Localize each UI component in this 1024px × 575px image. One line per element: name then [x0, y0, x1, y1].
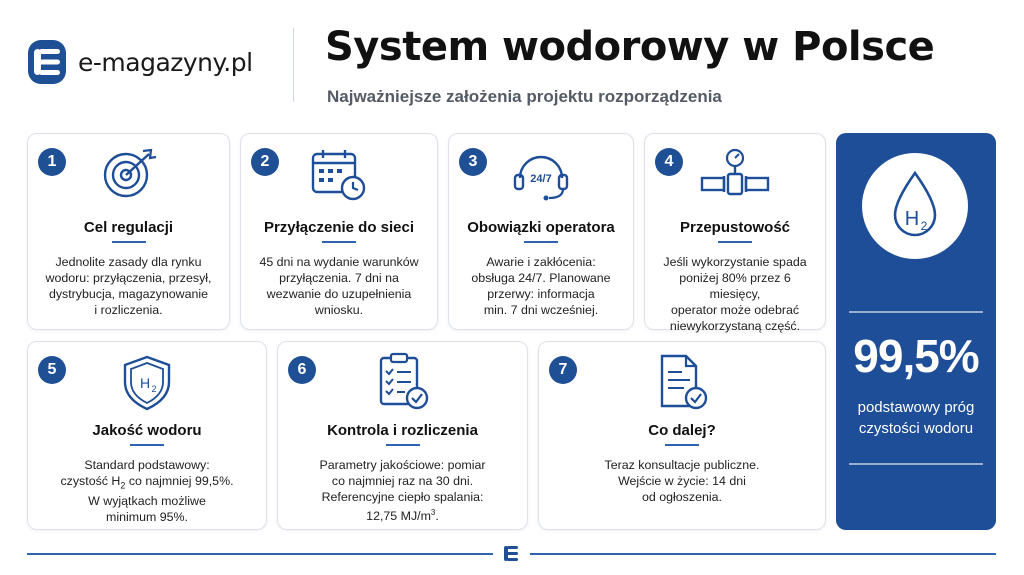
- pipe-gauge-icon: [700, 148, 770, 196]
- card-title: Obowiązki operatora: [467, 219, 615, 236]
- title-underline: [718, 241, 752, 243]
- panel-divider-top: [849, 311, 983, 313]
- card-obowiazki-operatora: 3 24/7 Obowiązki operatora Awarie i zakł…: [448, 133, 634, 330]
- checklist-clipboard-icon: [379, 352, 428, 410]
- logo-text: e-magazyny.pl: [78, 47, 253, 77]
- card-description: Standard podstawowy: czystość H2 co najm…: [60, 458, 234, 525]
- title-underline: [385, 444, 420, 446]
- card-title: Cel regulacji: [83, 219, 174, 236]
- card-kontrola-rozliczenia: 6 Kontrola i rozliczenia Parametry jakoś…: [277, 341, 528, 530]
- footer-line-left: [27, 553, 493, 555]
- title-underline: [665, 444, 699, 446]
- document-check-icon: [660, 354, 708, 410]
- card-co-dalej: 7 Co dalej? Teraz konsultacje publiczne.…: [538, 341, 826, 530]
- card-number: 5: [38, 356, 66, 384]
- card-przepustowosc: 4 Przepustowość Jeśli wykorzystanie spad…: [644, 133, 826, 333]
- highlight-caption: podstawowy próg czystości wodoru: [857, 399, 975, 437]
- footer-line-right: [530, 553, 996, 555]
- target-icon: [103, 148, 156, 198]
- svg-text:2: 2: [151, 384, 156, 394]
- calendar-clock-icon: [311, 150, 366, 201]
- card-number: 6: [288, 356, 316, 384]
- brand-logo[interactable]: e-magazyny.pl: [28, 40, 253, 84]
- svg-text:24/7: 24/7: [530, 173, 551, 185]
- headset-24-7-icon: 24/7: [513, 155, 569, 201]
- card-przylaczenie: 2 Przyłączenie do sieci 45 dni na wydani…: [240, 133, 438, 330]
- page-subtitle: Najważniejsze założenia projektu rozporz…: [327, 87, 722, 106]
- header-divider: [293, 28, 294, 102]
- card-title: Jakość wodoru: [92, 422, 202, 439]
- card-title: Przepustowość: [679, 219, 791, 236]
- card-number: 3: [459, 148, 487, 176]
- footer-logo-icon: [504, 546, 518, 561]
- title-underline: [130, 444, 164, 446]
- card-number: 4: [655, 148, 683, 176]
- card-title: Co dalej?: [648, 422, 716, 439]
- e-magazyny-logo-icon: [28, 40, 66, 84]
- svg-text:2: 2: [921, 219, 928, 233]
- card-number: 2: [251, 148, 279, 176]
- card-description: Teraz konsultacje publiczne.Wejście w ży…: [604, 458, 760, 504]
- card-number: 7: [549, 356, 577, 384]
- title-underline: [111, 241, 146, 243]
- card-title: Kontrola i rozliczenia: [327, 422, 478, 439]
- highlight-value: 99,5%: [853, 330, 979, 382]
- card-title: Przyłączenie do sieci: [263, 219, 415, 236]
- highlight-panel: H 2 99,5% podstawowy próg czystości wodo…: [836, 133, 996, 530]
- svg-text:H: H: [140, 375, 150, 391]
- title-underline: [322, 241, 356, 243]
- page-title: System wodorowy w Polsce: [325, 24, 935, 70]
- title-underline: [524, 241, 558, 243]
- svg-text:H: H: [905, 208, 919, 230]
- card-cel-regulacji: 1 Cel regulacji Jednolite zasady dla ryn…: [27, 133, 230, 330]
- card-number: 1: [38, 148, 66, 176]
- drop-circle: H 2: [862, 153, 968, 259]
- panel-divider-bottom: [849, 463, 983, 465]
- card-description: Parametry jakościowe: pomiar co najmniej…: [319, 458, 486, 524]
- card-description: Awarie i zakłócenia:obsługa 24/7. Planow…: [471, 255, 611, 317]
- card-jakosc-wodoru: 5 H 2 Jakość wodoru Standard podstawowy:…: [27, 341, 267, 530]
- shield-h2-icon: H 2: [123, 355, 171, 411]
- h2-drop-icon: H 2: [893, 170, 937, 237]
